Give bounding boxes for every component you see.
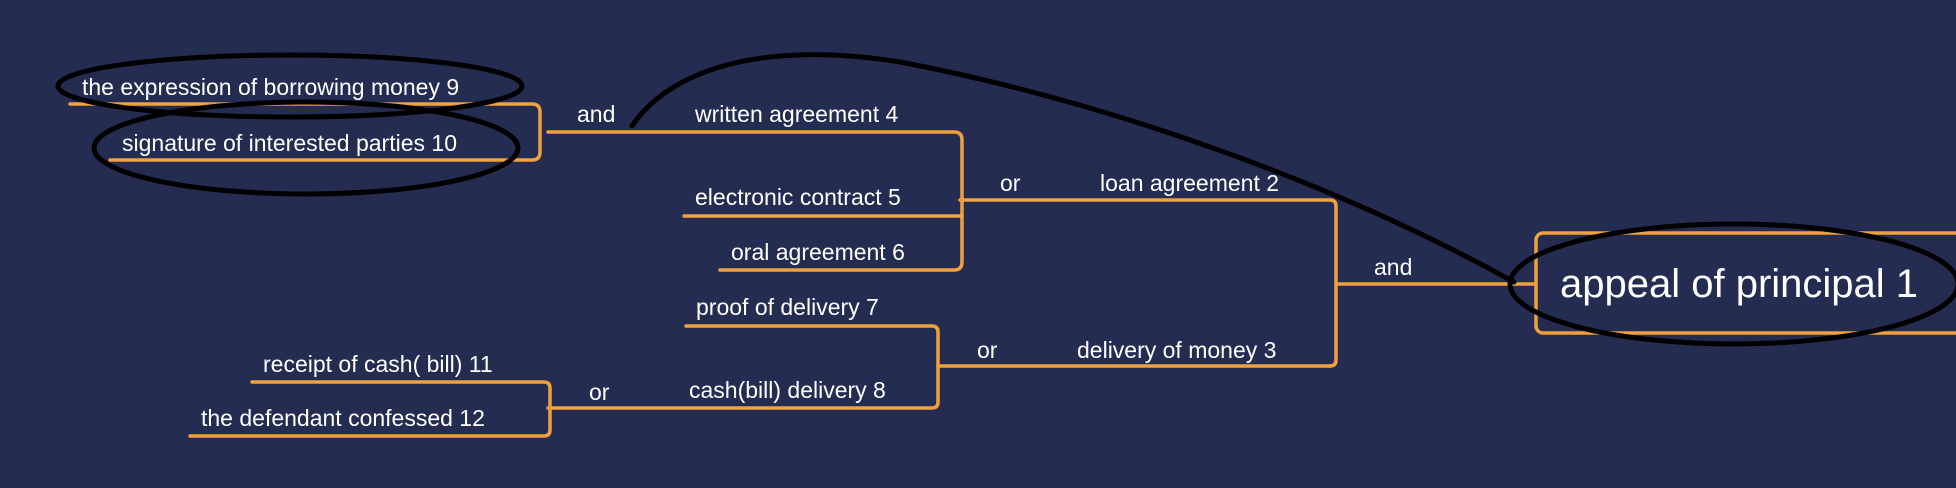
connector-or-loan: or <box>1000 170 1021 196</box>
node-receipt-of-cash[interactable]: receipt of cash( bill) 11 <box>263 351 493 377</box>
loan-bracket <box>546 130 964 272</box>
node-loan-agreement[interactable]: loan agreement 2 <box>1100 170 1280 196</box>
root-bracket <box>1328 198 1338 368</box>
delivery-bracket <box>546 324 940 410</box>
node-delivery-of-money[interactable]: delivery of money 3 <box>1077 337 1277 363</box>
node-electronic-contract[interactable]: electronic contract 5 <box>695 184 901 210</box>
node-oral-agreement[interactable]: oral agreement 6 <box>731 239 905 265</box>
hand-drawn-annotations <box>55 52 1956 347</box>
annotation-ellipse-10 <box>91 99 521 197</box>
annotation-ellipse-9 <box>55 52 525 120</box>
node-cash-bill-delivery[interactable]: cash(bill) delivery 8 <box>689 377 886 403</box>
cash-delivery-bracket <box>188 380 552 438</box>
connector-and-root: and <box>1374 254 1413 280</box>
node-expression-of-borrowing[interactable]: the expression of borrowing money 9 <box>82 74 460 100</box>
written-agreement-bracket <box>68 102 542 162</box>
connector-or-delivery: or <box>977 337 998 363</box>
node-defendant-confessed[interactable]: the defendant confessed 12 <box>201 405 485 431</box>
annotation-curve <box>629 52 1517 285</box>
node-signature-of-parties[interactable]: signature of interested parties 10 <box>122 130 457 156</box>
node-proof-of-delivery[interactable]: proof of delivery 7 <box>696 294 879 320</box>
node-written-agreement[interactable]: written agreement 4 <box>695 101 899 127</box>
connector-and-written: and <box>577 101 616 127</box>
connector-or-cash: or <box>589 379 610 405</box>
annotation-ellipse-root <box>1507 221 1956 347</box>
root-node-label[interactable]: appeal of principal 1 <box>1560 262 1919 306</box>
